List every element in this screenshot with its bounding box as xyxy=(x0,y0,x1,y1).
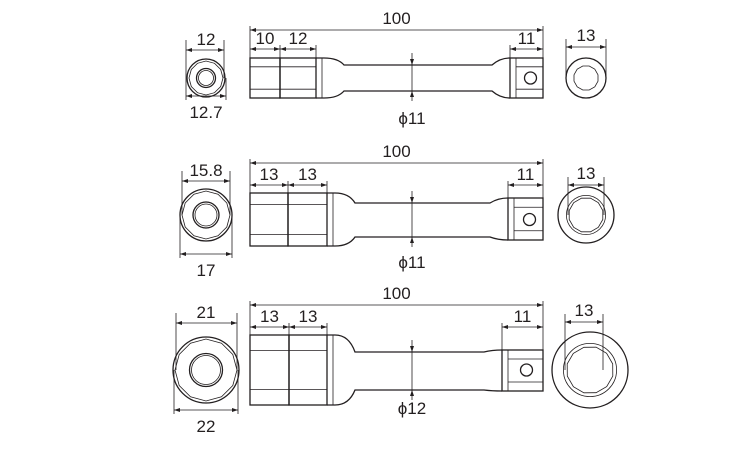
drive-length-label: 10 xyxy=(256,29,275,48)
left-end-view: 12 12.7 xyxy=(185,30,227,122)
bore-circle xyxy=(192,201,220,229)
outer-circle xyxy=(551,331,629,409)
shaft-outline xyxy=(316,57,511,99)
end-length-label: 11 xyxy=(518,29,536,48)
outer-circle xyxy=(172,336,240,404)
bore-circle xyxy=(188,352,224,388)
arrowhead xyxy=(180,252,232,256)
left-bottom-dimension-label: 22 xyxy=(197,417,216,436)
outer-circle xyxy=(557,186,615,244)
square-drive-end xyxy=(507,197,544,241)
outer-circle xyxy=(179,188,233,242)
overall-length-label: 100 xyxy=(382,284,410,303)
left-top-dimension-label: 15.8 xyxy=(189,161,222,180)
twelve-point-socket-outline xyxy=(573,65,599,91)
end-length-label: 11 xyxy=(514,307,532,326)
right-end-view: 13 xyxy=(557,164,615,244)
row-extension-medium: 15.8 17 100 13 13 11 ϕ11 13 xyxy=(179,142,615,280)
left-top-dimension-label: 12 xyxy=(197,30,216,49)
arrowhead xyxy=(250,47,280,51)
twelve-point-socket-outline xyxy=(568,197,604,233)
bore-inner-circle xyxy=(191,355,221,385)
shaft-outline xyxy=(327,334,503,406)
square-drive-end xyxy=(501,349,544,392)
twelve-point-socket-outline xyxy=(181,190,231,240)
row-extension-small: 12 12.7 100 10 12 11 ϕ11 13 xyxy=(185,9,607,128)
hex-drive-section xyxy=(249,192,289,247)
twelve-point-socket-outline xyxy=(188,60,224,96)
bore-circle xyxy=(195,67,217,89)
inner-ring xyxy=(563,342,618,397)
socket-section xyxy=(287,192,328,247)
twelve-point-socket-outline xyxy=(566,346,614,394)
socket-section xyxy=(279,57,317,99)
left-top-dimension-label: 21 xyxy=(197,303,216,322)
row-extension-large: 21 22 100 13 13 11 ϕ12 13 xyxy=(172,284,629,436)
bore-inner-circle xyxy=(194,203,218,227)
socket-length-label: 13 xyxy=(298,165,317,184)
left-end-view: 15.8 17 xyxy=(179,161,233,280)
inner-ring xyxy=(566,194,607,235)
square-drive-end xyxy=(509,57,544,99)
overall-length-label: 100 xyxy=(382,9,410,28)
right-top-dimension-label: 13 xyxy=(577,164,596,183)
twelve-point-socket-outline xyxy=(174,338,238,402)
detent-ball-icon xyxy=(522,212,537,227)
drive-length-label: 13 xyxy=(260,165,279,184)
right-end-view: 13 xyxy=(565,26,607,99)
outer-circle xyxy=(186,58,226,98)
drive-length-label: 13 xyxy=(260,307,279,326)
shaft-outline xyxy=(327,192,509,247)
side-view: 100 13 13 11 ϕ12 xyxy=(249,284,544,418)
detent-ball-icon xyxy=(523,71,538,85)
side-view: 100 10 12 11 ϕ11 xyxy=(249,9,544,128)
socket-section xyxy=(288,334,328,406)
overall-length-label: 100 xyxy=(382,142,410,161)
hex-drive-section xyxy=(249,57,281,99)
side-view: 100 13 13 11 ϕ11 xyxy=(249,142,544,272)
left-bottom-dimension-label: 12.7 xyxy=(189,103,222,122)
shaft-diameter-label: ϕ12 xyxy=(398,399,426,418)
shaft-diameter-label: ϕ11 xyxy=(398,109,425,128)
outer-circle xyxy=(565,57,607,99)
right-top-dimension-label: 13 xyxy=(575,301,594,320)
right-end-view: 13 xyxy=(551,301,629,409)
socket-length-label: 13 xyxy=(299,307,318,326)
end-length-label: 11 xyxy=(517,165,535,184)
left-bottom-dimension-label: 17 xyxy=(197,261,216,280)
hex-drive-section xyxy=(249,334,290,406)
detent-ball-icon xyxy=(519,363,534,377)
left-end-view: 21 22 xyxy=(172,303,240,436)
bore-inner-circle xyxy=(198,70,214,86)
right-top-dimension-label: 13 xyxy=(577,26,596,45)
shaft-diameter-label: ϕ11 xyxy=(398,253,425,272)
socket-length-label: 12 xyxy=(289,29,308,48)
